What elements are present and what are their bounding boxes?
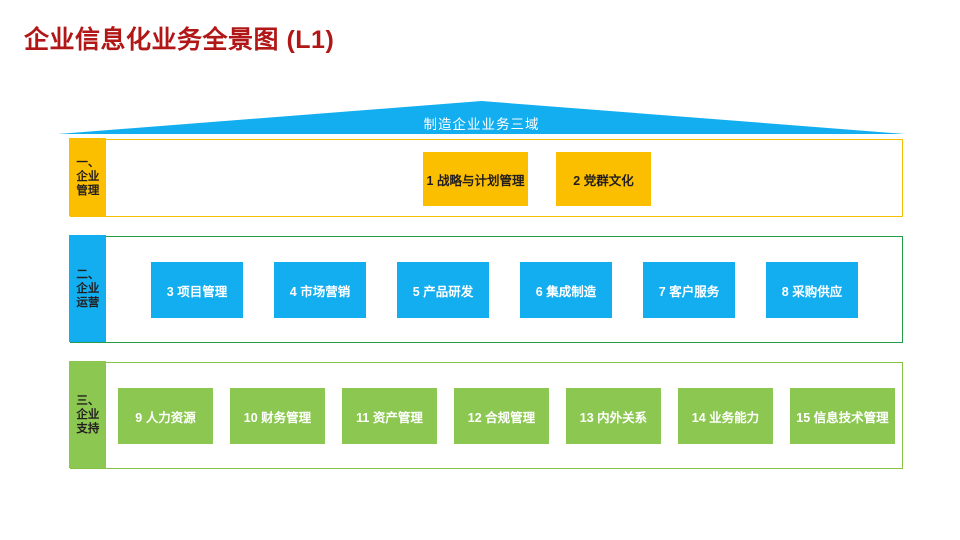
card-label: 12 合规管理 <box>467 410 536 425</box>
row-tab-enterprise-management: 一、 企业 管理 <box>69 138 107 217</box>
card-label: 2 党群文化 <box>573 173 634 188</box>
card-label: 3 项目管理 <box>166 284 228 299</box>
card-label: 15 信息技术管理 <box>796 410 889 425</box>
card-label: 11 资产管理 <box>356 410 423 425</box>
card-finance-management[interactable]: 10 财务管理 <box>230 388 325 444</box>
row-tab-line-3: 支持 <box>76 422 100 435</box>
row-enterprise-management: 一、 企业 管理 1 战略与计划管理 2 党群文化 <box>69 138 903 217</box>
card-integrated-manufacturing[interactable]: 6 集成制造 <box>520 262 612 318</box>
card-marketing[interactable]: 4 市场营销 <box>274 262 366 318</box>
card-party-culture[interactable]: 2 党群文化 <box>556 152 651 206</box>
row-tab-line-2: 企业 <box>76 282 100 295</box>
card-product-rnd[interactable]: 5 产品研发 <box>397 262 489 318</box>
card-customer-service[interactable]: 7 客户服务 <box>643 262 735 318</box>
card-label: 6 集成制造 <box>535 284 597 299</box>
card-label: 14 业务能力 <box>691 410 760 425</box>
roof-banner: 制造企业业务三域 <box>58 101 905 134</box>
row-tab-line-2: 企业 <box>76 171 100 184</box>
card-label: 1 战略与计划管理 <box>426 173 525 188</box>
row-tab-line-3: 运营 <box>76 296 100 309</box>
card-label: 9 人力资源 <box>135 410 196 425</box>
card-label: 10 财务管理 <box>243 410 312 425</box>
roof-triangle-icon <box>58 101 905 134</box>
card-project-management[interactable]: 3 项目管理 <box>151 262 243 318</box>
row-tab-enterprise-operations: 二、 企业 运营 <box>69 235 107 343</box>
row-enterprise-operations: 二、 企业 运营 3 项目管理 4 市场营销 5 产品研发 6 集成制造 7 客… <box>69 235 903 343</box>
card-label: 13 内外关系 <box>579 410 648 425</box>
row-tab-line-1: 一、 <box>76 157 100 170</box>
page-title: 企业信息化业务全景图 (L1) <box>24 26 335 54</box>
row-tab-line-1: 二、 <box>76 268 100 281</box>
card-label: 4 市场营销 <box>289 284 351 299</box>
card-procurement-supply[interactable]: 8 采购供应 <box>766 262 858 318</box>
row-tab-line-2: 企业 <box>76 408 100 421</box>
card-label: 7 客户服务 <box>658 284 720 299</box>
card-it-management[interactable]: 15 信息技术管理 <box>790 388 895 444</box>
card-label: 8 采购供应 <box>781 284 843 299</box>
card-strategy-planning[interactable]: 1 战略与计划管理 <box>423 152 528 206</box>
row-enterprise-support: 三、 企业 支持 9 人力资源 10 财务管理 11 资产管理 12 合规管理 … <box>69 361 903 469</box>
card-label: 5 产品研发 <box>412 284 474 299</box>
card-compliance-management[interactable]: 12 合规管理 <box>454 388 549 444</box>
row-body-enterprise-operations: 3 项目管理 4 市场营销 5 产品研发 6 集成制造 7 客户服务 8 采购供… <box>108 237 902 342</box>
card-business-capability[interactable]: 14 业务能力 <box>678 388 773 444</box>
card-asset-management[interactable]: 11 资产管理 <box>342 388 437 444</box>
card-human-resources[interactable]: 9 人力资源 <box>118 388 213 444</box>
row-tab-line-1: 三、 <box>76 394 100 407</box>
card-internal-external-relations[interactable]: 13 内外关系 <box>566 388 661 444</box>
row-tab-line-3: 管理 <box>76 185 100 198</box>
row-body-enterprise-management: 1 战略与计划管理 2 党群文化 <box>108 140 902 216</box>
row-body-enterprise-support: 9 人力资源 10 财务管理 11 资产管理 12 合规管理 13 内外关系 1… <box>108 363 902 468</box>
row-tab-enterprise-support: 三、 企业 支持 <box>69 361 107 469</box>
